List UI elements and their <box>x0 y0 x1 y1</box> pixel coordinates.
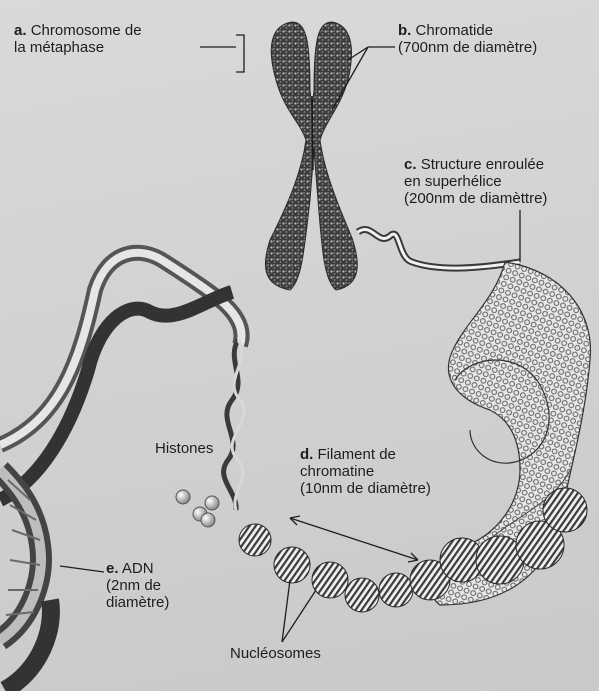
label-chromatid: b. Chromatide (700nm de diamètre) <box>398 22 537 56</box>
histone-beads <box>176 490 219 527</box>
dna-double-helix <box>0 253 244 690</box>
label-supercoil: c. Structure enroulée en superhélice (20… <box>404 156 547 207</box>
label-dna: e. ADN (2nm de diamètre) <box>106 560 169 611</box>
metaphase-chromosome <box>265 22 357 290</box>
label-histones: Histones <box>155 440 213 457</box>
coil-connector <box>358 230 520 269</box>
label-chromatin-fiber: d. Filament de chromatine (10nm de diamè… <box>300 446 431 497</box>
label-nucleosomes: Nucléosomes <box>230 645 321 662</box>
label-metaphase-chromosome: a. Chromosome de la métaphase <box>14 22 142 56</box>
